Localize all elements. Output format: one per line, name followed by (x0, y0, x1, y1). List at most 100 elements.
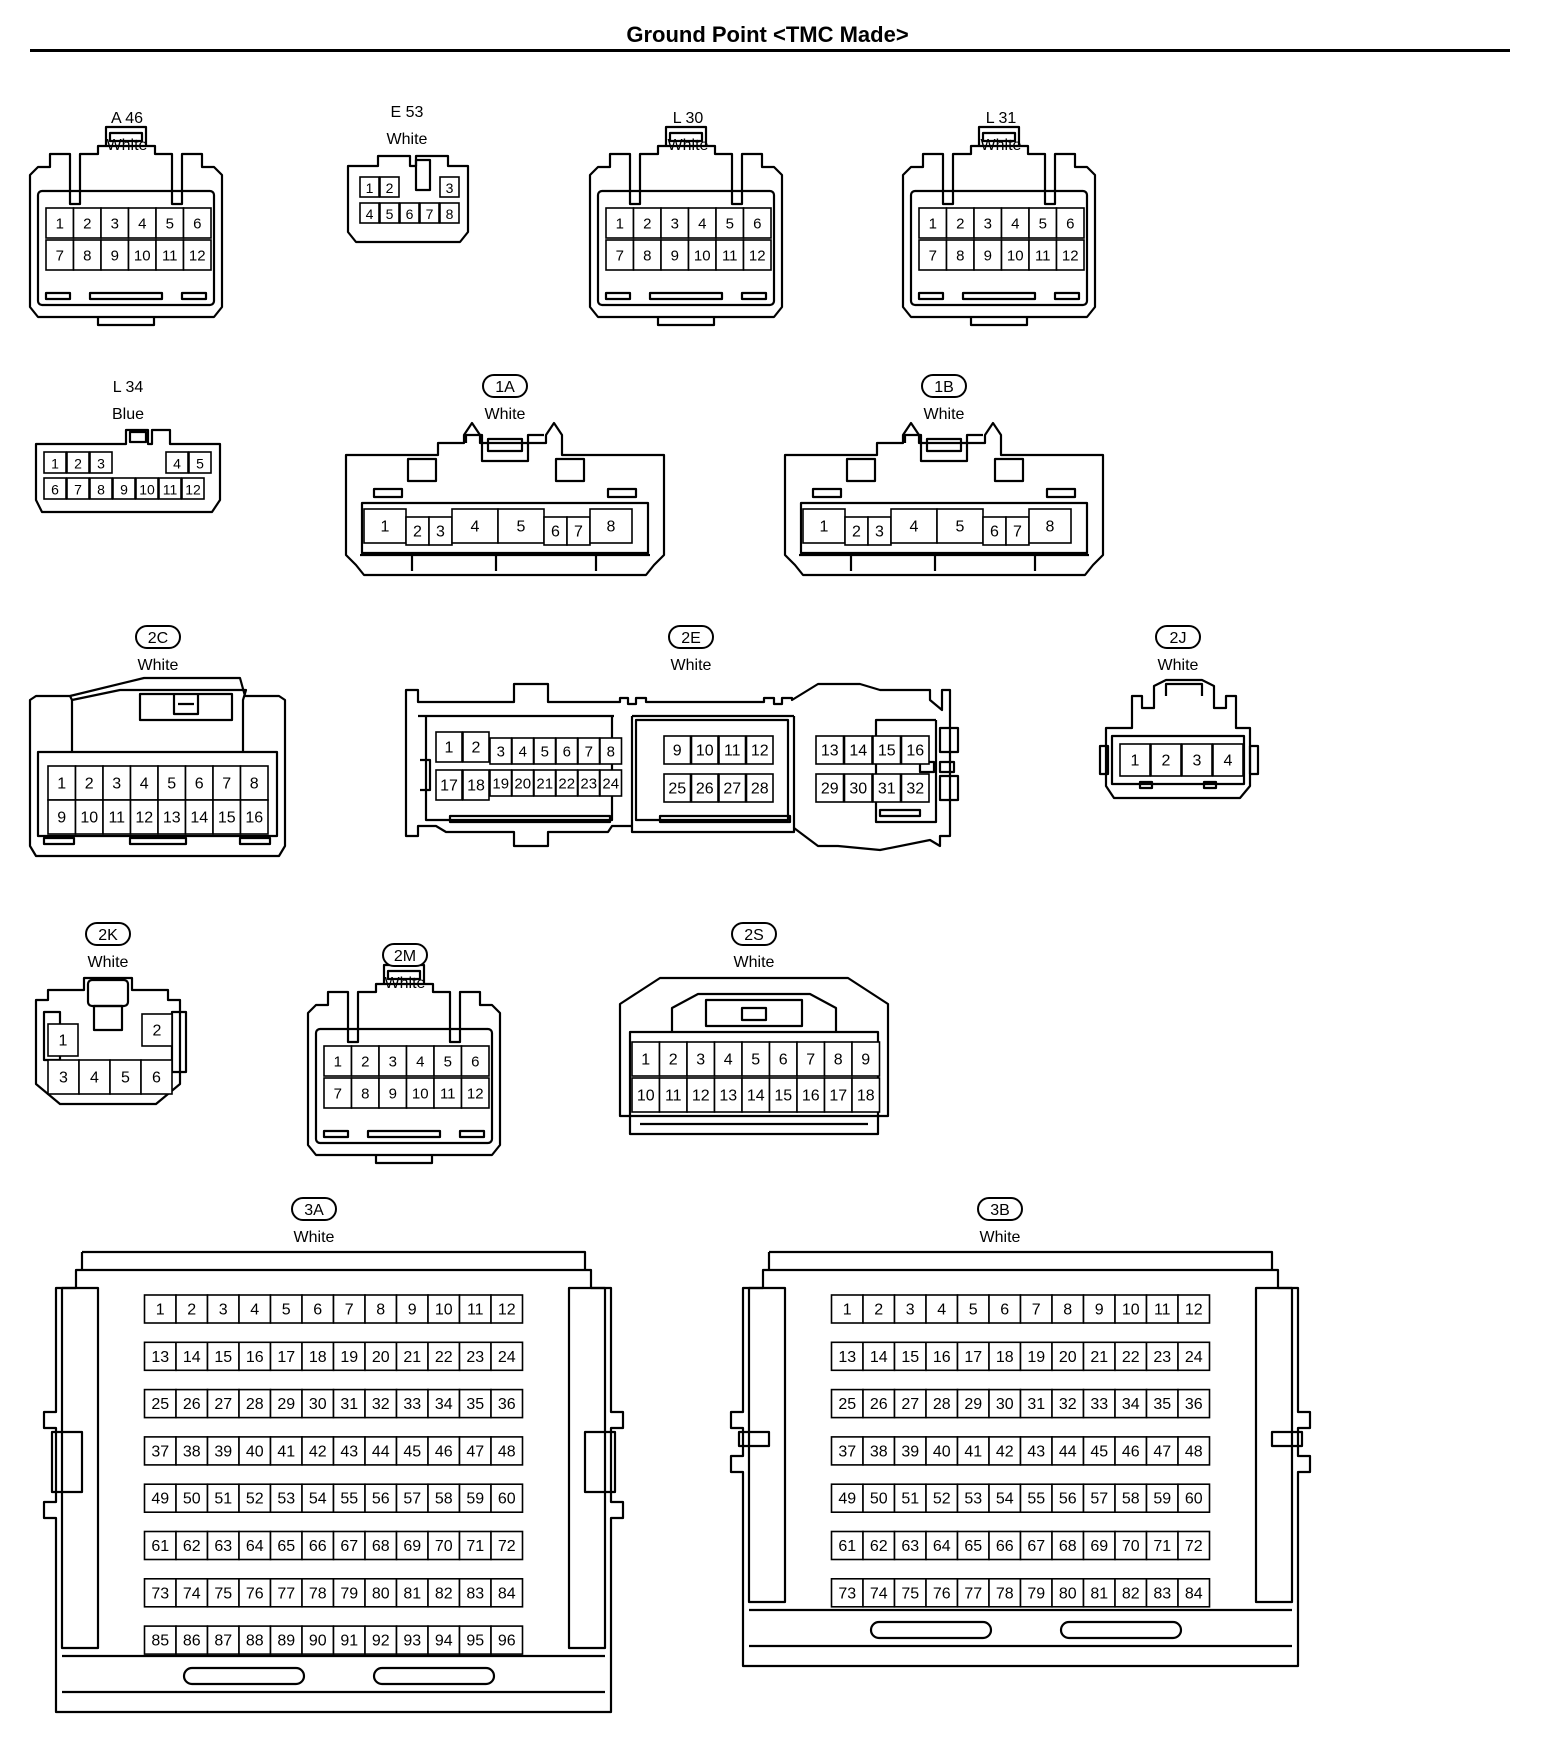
pin-number: 61 (838, 1538, 856, 1555)
pin-cell: 66 (301, 1530, 335, 1561)
connector-badge (382, 943, 428, 967)
pin-number: 43 (340, 1443, 358, 1460)
pin-cell: 4 (78, 1059, 111, 1095)
pin-cell: 9 (1082, 1294, 1116, 1324)
pin-number: 29 (821, 781, 839, 798)
connector-shell-part (88, 291, 164, 301)
pin-number: 12 (749, 248, 766, 265)
pin-cell: 28 (745, 773, 774, 803)
pin-cell: 48 (490, 1436, 524, 1466)
pin-cell: 3 (660, 207, 690, 239)
connector-shell-part (604, 291, 632, 301)
pin-cell: 83 (1145, 1578, 1179, 1608)
connector-shell-part (909, 189, 1089, 307)
pin-cell: 63 (893, 1530, 927, 1561)
pin-cell: 74 (862, 1578, 896, 1608)
pin-number: 6 (1000, 1302, 1009, 1319)
pin-number: 14 (183, 1349, 201, 1366)
pin-number: 7 (1032, 1302, 1041, 1319)
pin-number: 72 (1185, 1538, 1203, 1555)
connector-shell-part (1138, 780, 1154, 790)
pin-number: 44 (372, 1443, 390, 1460)
pin-cell: 81 (1082, 1578, 1116, 1608)
pin-number: 18 (467, 778, 485, 795)
pin-number: 17 (829, 1088, 847, 1105)
pin-number: 7 (222, 776, 231, 793)
pin-cell: 10 (687, 239, 717, 271)
pin-cell: 12 (129, 799, 159, 835)
pin-cell: 2 (862, 1294, 896, 1324)
pin-number: 50 (870, 1491, 888, 1508)
connector-shell-outline (783, 421, 1105, 577)
pin-number: 24 (602, 776, 619, 793)
pin-cell: 1 (802, 508, 846, 544)
pin-cell: 31 (872, 773, 902, 803)
connector-shell-part (372, 487, 404, 499)
pin-number: 69 (1090, 1538, 1108, 1555)
pin-number: 56 (372, 1491, 390, 1508)
pin-number: 21 (1090, 1349, 1108, 1366)
pin-number: 27 (723, 781, 741, 798)
pin-cell: 12 (742, 239, 772, 271)
pin-number: 3 (446, 180, 454, 196)
connector-color: White (924, 406, 965, 423)
connector-shell-part (92, 1004, 124, 1032)
pin-number: 39 (214, 1443, 232, 1460)
connector-shell-part (1059, 1620, 1183, 1640)
pin-cell: 6 (301, 1294, 335, 1324)
connector-code: 2M (394, 948, 416, 965)
pin-cell: 46 (1114, 1436, 1148, 1466)
pin-cell: 64 (238, 1530, 272, 1561)
pin-number: 17 (440, 778, 458, 795)
pin-number: 2 (153, 1023, 162, 1040)
pin-number: 9 (111, 248, 119, 265)
pin-number: 78 (309, 1585, 327, 1602)
pin-number: 6 (193, 216, 201, 233)
pin-cell: 4 (165, 451, 189, 474)
pin-number: 76 (933, 1585, 951, 1602)
connector-shell-outline (670, 992, 838, 1032)
pin-cell: 3 (973, 207, 1003, 239)
pin-number: 64 (246, 1538, 264, 1555)
pin-number: 28 (751, 781, 769, 798)
pin-number: 58 (1122, 1491, 1140, 1508)
connector-shell-part (44, 291, 72, 301)
connector-shell-outline (418, 714, 796, 828)
pin-cell: 25 (663, 773, 692, 803)
connector-shell-part (360, 501, 650, 555)
connector-shell-part (1110, 734, 1246, 786)
pin-cell: 26 (175, 1388, 209, 1419)
pin-cell: 90 (301, 1625, 335, 1655)
pin-cell: 6 (982, 516, 1007, 546)
pin-cell: 83 (458, 1578, 492, 1608)
pin-number: 7 (426, 206, 434, 222)
pin-cell: 14 (175, 1341, 209, 1372)
pin-number: 24 (1185, 1349, 1203, 1366)
pin-cell: 79 (1019, 1578, 1053, 1608)
pin-number: 27 (901, 1396, 919, 1413)
pin-number: 49 (151, 1491, 169, 1508)
pin-cell: 11 (155, 239, 185, 271)
pin-cell: 45 (395, 1436, 429, 1466)
pin-number: 79 (1027, 1585, 1045, 1602)
pin-number: 81 (403, 1585, 421, 1602)
pin-cell: 6 (1055, 207, 1085, 239)
connector-shell-part (138, 692, 234, 722)
pin-number: 29 (964, 1396, 982, 1413)
pin-number: 59 (466, 1491, 484, 1508)
connector-color: White (980, 1229, 1021, 1246)
pin-cell: 32 (1051, 1388, 1085, 1419)
pin-cell: 4 (238, 1294, 272, 1324)
pin-number: 1 (1131, 753, 1140, 770)
connector-shell-part (238, 836, 272, 846)
connector-badge (291, 1197, 337, 1221)
pin-cell: 70 (427, 1530, 461, 1561)
pin-number: 4 (366, 206, 374, 222)
pin-cell: 16 (925, 1341, 959, 1372)
pin-number: 50 (183, 1491, 201, 1508)
pin-number: 7 (806, 1052, 815, 1069)
pin-number: 37 (838, 1443, 856, 1460)
pin-number: 77 (277, 1585, 295, 1602)
